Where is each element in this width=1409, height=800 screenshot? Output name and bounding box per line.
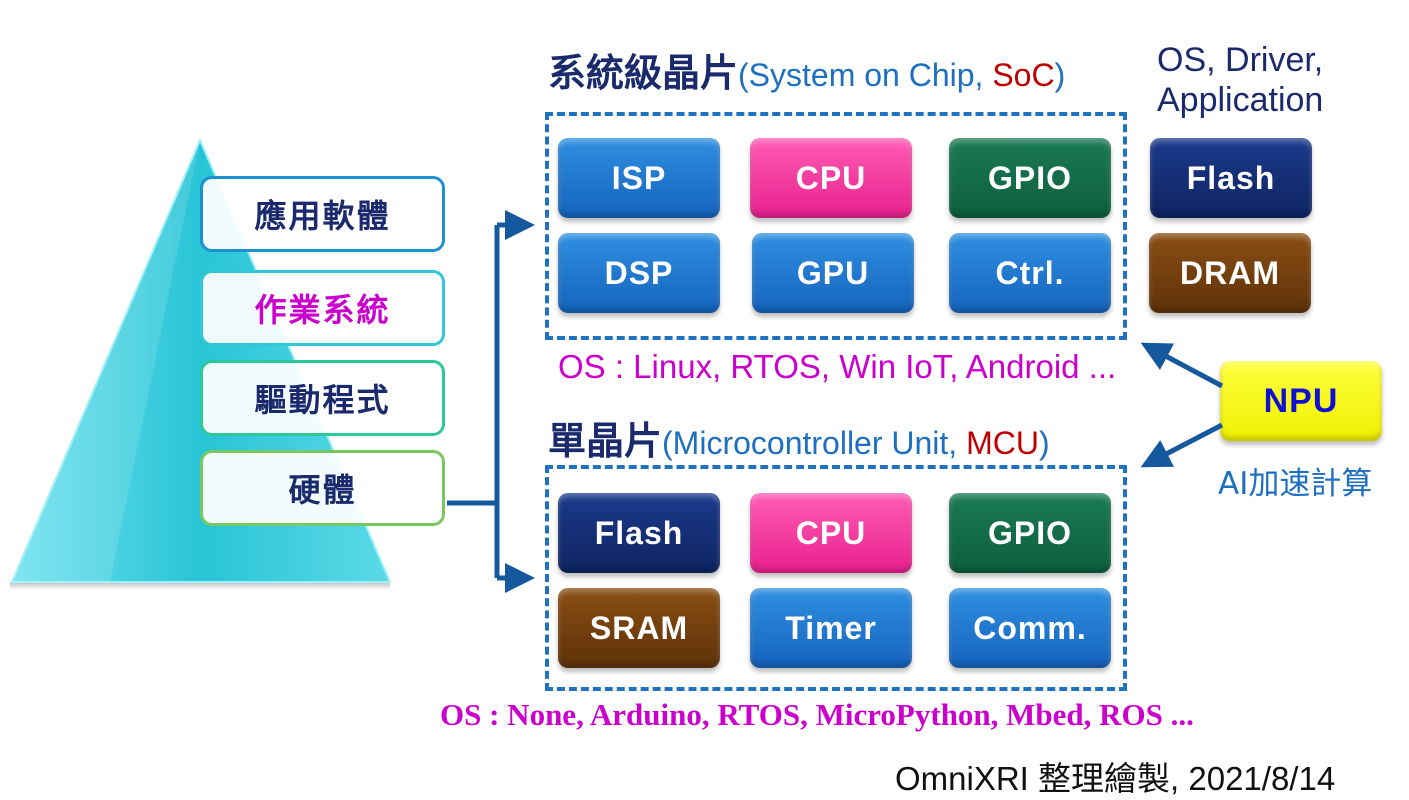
mcu-title-suffix: ) — [1038, 425, 1050, 461]
chip-label: GPIO — [987, 159, 1072, 196]
chip-label: SRAM — [589, 609, 689, 646]
soc-boundary — [545, 112, 1127, 340]
chip-label: CPU — [795, 514, 867, 551]
mcu-os-list: OS : None, Arduino, RTOS, MicroPython, M… — [440, 697, 1194, 732]
external-chip-flash: Flash — [1150, 138, 1312, 218]
mcu-chip-sram: SRAM — [558, 588, 720, 668]
mcu-chip-cpu: CPU — [750, 493, 912, 573]
mcu-title-cjk: 單晶片 — [548, 419, 663, 463]
chip-label: Timer — [785, 609, 877, 646]
mcu-boundary — [545, 465, 1127, 691]
layer-hardware: 硬體 — [200, 450, 445, 526]
mcu-title-en: (Microcontroller Unit, — [662, 425, 967, 461]
soc-chip-isp: ISP — [558, 138, 720, 218]
chip-label: CPU — [795, 159, 867, 196]
layer-label: 驅動程式 — [254, 381, 391, 419]
soc-chip-gpu: GPU — [752, 233, 914, 313]
external-chip-dram: DRAM — [1149, 233, 1311, 313]
npu-label: NPU — [1263, 381, 1339, 420]
mcu-chip-gpio: GPIO — [949, 493, 1111, 573]
soc-chip-cpu: CPU — [750, 138, 912, 218]
chip-label: DRAM — [1180, 254, 1280, 291]
chip-label: GPIO — [987, 514, 1072, 551]
layer-application: 應用軟體 — [200, 176, 445, 252]
mcu-chip-comm: Comm. — [949, 588, 1111, 668]
soc-title-cjk: 系統級晶片 — [548, 51, 739, 95]
chip-label: DSP — [604, 254, 674, 291]
chip-label: Comm. — [973, 609, 1087, 646]
mcu-chip-flash: Flash — [558, 493, 720, 573]
soc-abbr: SoC — [992, 57, 1055, 93]
layer-os: 作業系統 — [200, 270, 445, 346]
chip-label: GPU — [796, 254, 870, 291]
soc-chip-gpio: GPIO — [949, 138, 1111, 218]
soc-chip-dsp: DSP — [558, 233, 720, 313]
side-note-line1: OS, Driver, — [1157, 41, 1324, 79]
soc-heading: 系統級晶片(System on Chip, SoC) — [548, 42, 1065, 97]
chip-label: ISP — [611, 159, 667, 196]
soc-chip-ctrl: Ctrl. — [949, 233, 1111, 313]
side-note: OS, Driver, Application — [1157, 40, 1323, 120]
mcu-chip-timer: Timer — [750, 588, 912, 668]
layer-label: 應用軟體 — [254, 197, 391, 235]
layer-label: 作業系統 — [254, 291, 391, 329]
side-note-line2: Application — [1157, 81, 1324, 119]
npu-chip: NPU — [1220, 361, 1382, 441]
arrow-npu-to-soc — [1140, 342, 1224, 389]
soc-title-en: (System on Chip, — [738, 57, 993, 93]
mcu-heading: 單晶片(Microcontroller Unit, MCU) — [548, 410, 1050, 465]
mcu-abbr: MCU — [966, 425, 1039, 461]
chip-label: Flash — [1186, 159, 1276, 196]
chip-label: Flash — [594, 514, 684, 551]
arrow-npu-to-mcu — [1140, 422, 1224, 468]
npu-caption: AI加速計算 — [1218, 466, 1373, 502]
layer-label: 硬體 — [288, 471, 357, 509]
soc-title-suffix: ) — [1054, 57, 1066, 93]
chip-label: Ctrl. — [995, 254, 1065, 291]
layer-driver: 驅動程式 — [200, 360, 445, 436]
soc-os-list: OS : Linux, RTOS, Win IoT, Android ... — [558, 348, 1117, 385]
credit-line: OmniXRI 整理繪製, 2021/8/14 — [895, 760, 1336, 797]
